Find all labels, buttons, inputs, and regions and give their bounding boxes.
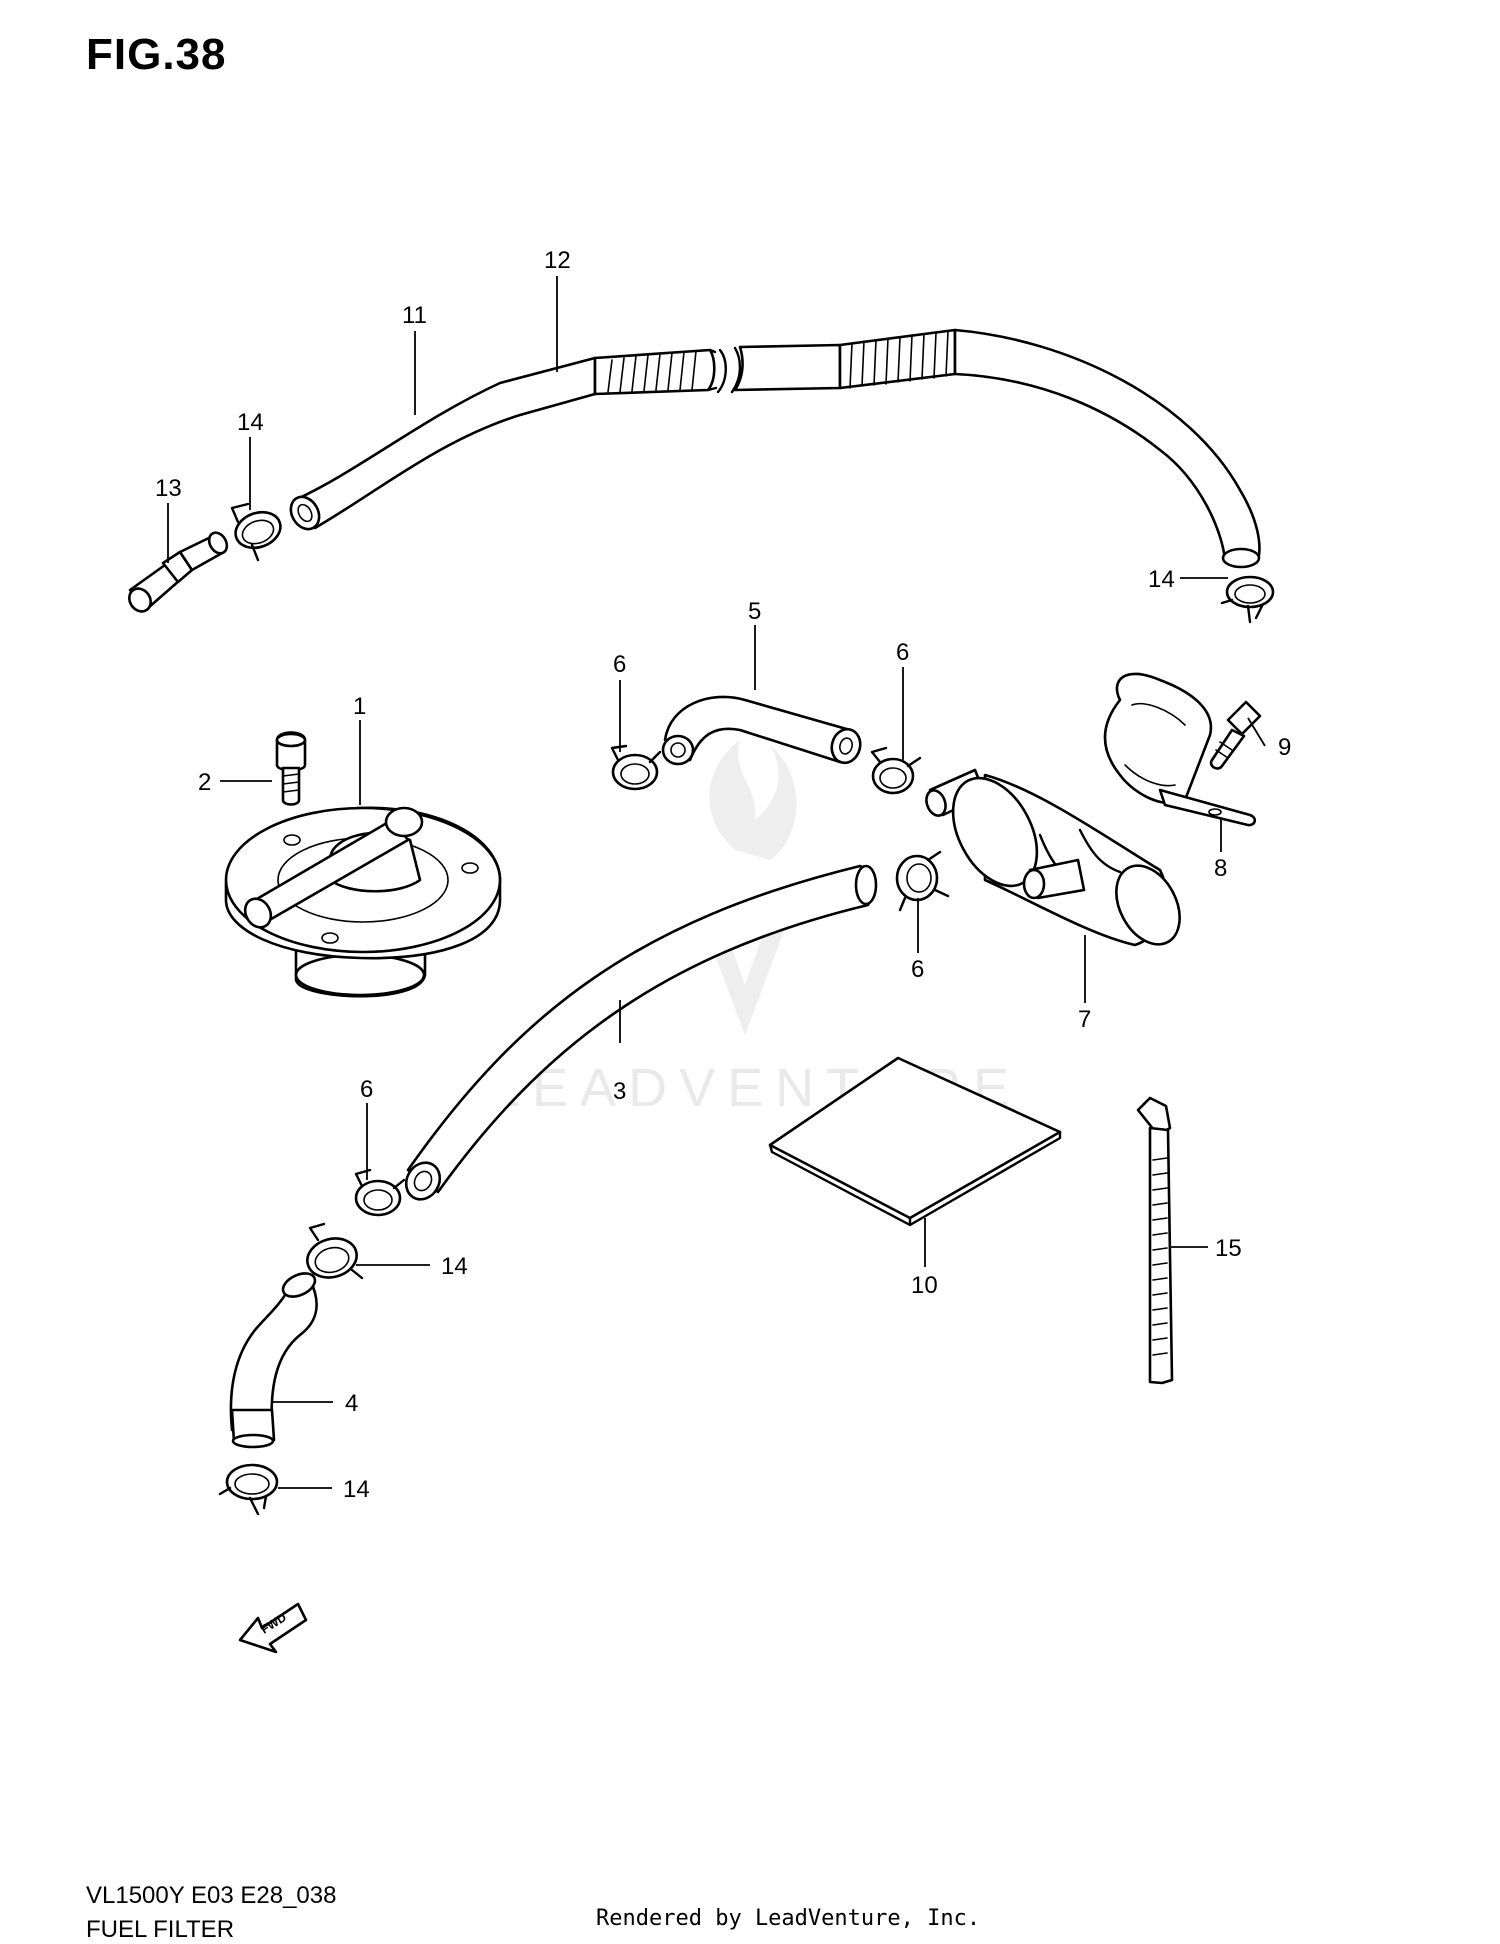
figure-title: FIG.38 bbox=[86, 30, 227, 79]
callout-10: 10 bbox=[911, 1272, 938, 1299]
callout-6-upper-right: 6 bbox=[896, 639, 909, 666]
callout-2: 2 bbox=[198, 769, 211, 796]
callout-6-lower-right: 6 bbox=[911, 956, 924, 983]
callout-13: 13 bbox=[155, 475, 182, 502]
model-code: VL1500Y E03 E28_038 bbox=[86, 1882, 337, 1909]
part-7-fuel-filter[interactable] bbox=[923, 764, 1192, 955]
part-8-bracket[interactable] bbox=[1103, 672, 1257, 827]
part-6-clamp-upper-right[interactable] bbox=[870, 746, 922, 795]
part-14-clamp-top-left[interactable] bbox=[230, 502, 286, 562]
callout-6-upper-left: 6 bbox=[613, 651, 626, 678]
callout-11: 11 bbox=[402, 302, 427, 329]
part-10-pad[interactable] bbox=[768, 1056, 1062, 1227]
part-14-clamp-top-right[interactable] bbox=[1220, 575, 1275, 624]
callout-4: 4 bbox=[345, 1390, 358, 1417]
part-13-fitting[interactable] bbox=[125, 529, 231, 615]
part-6-clamp-lower-right[interactable] bbox=[895, 850, 950, 912]
callout-15: 15 bbox=[1215, 1235, 1242, 1262]
callout-5: 5 bbox=[748, 598, 761, 625]
part-14-clamp-middle[interactable] bbox=[303, 1222, 364, 1283]
part-5-hose[interactable] bbox=[661, 695, 864, 766]
part-3-hose[interactable] bbox=[400, 864, 878, 1205]
leader-lines bbox=[167, 276, 1266, 1489]
callout-8: 8 bbox=[1214, 855, 1227, 882]
fwd-arrow-icon: FWD bbox=[238, 1602, 308, 1654]
part-4-elbow-hose[interactable] bbox=[229, 1269, 319, 1449]
render-credit: Rendered by LeadVenture, Inc. bbox=[596, 1906, 981, 1931]
part-14-clamp-bottom[interactable] bbox=[218, 1463, 279, 1516]
part-9-bolt[interactable] bbox=[1209, 700, 1262, 770]
part-6-clamp-lower-left[interactable] bbox=[354, 1168, 406, 1217]
part-1-fuel-valve-flange[interactable] bbox=[224, 806, 502, 998]
callout-14-top-right: 14 bbox=[1148, 566, 1175, 593]
callout-1: 1 bbox=[353, 693, 366, 720]
watermark-flame-icon bbox=[709, 740, 797, 860]
section-name: FUEL FILTER bbox=[86, 1916, 235, 1943]
callout-labels: 1 2 3 4 5 6 6 6 6 7 8 9 10 11 12 13 14 1… bbox=[155, 247, 1291, 1503]
part-2-bolt[interactable] bbox=[275, 731, 307, 806]
callout-7: 7 bbox=[1078, 1006, 1091, 1033]
callout-14-middle: 14 bbox=[441, 1253, 468, 1280]
callout-14-top-left: 14 bbox=[237, 409, 264, 436]
part-6-clamp-upper-left[interactable] bbox=[610, 744, 662, 791]
part-15-cable-tie[interactable] bbox=[1136, 1096, 1174, 1385]
callout-14-bottom: 14 bbox=[343, 1476, 370, 1503]
callout-6-lower-left: 6 bbox=[360, 1076, 373, 1103]
callout-9: 9 bbox=[1278, 734, 1291, 761]
callout-12: 12 bbox=[544, 247, 571, 274]
part-11-fuel-hose[interactable] bbox=[285, 328, 1261, 569]
callout-3: 3 bbox=[613, 1078, 626, 1105]
